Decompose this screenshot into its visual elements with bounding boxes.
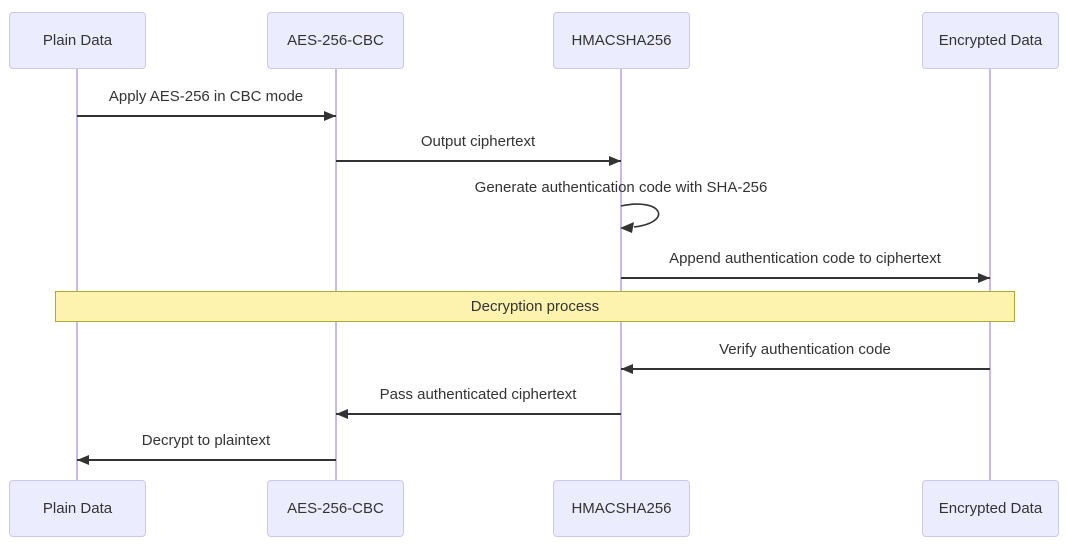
actor-box-encrypted-data-bottom: Encrypted Data	[922, 480, 1059, 537]
actor-label: Plain Data	[42, 500, 113, 517]
actor-label: Plain Data	[42, 32, 113, 49]
actor-box-aes-256-cbc-top: AES-256-CBC	[267, 12, 404, 69]
message-arrow-append-auth-code	[621, 277, 990, 279]
note-label: Decryption process	[470, 298, 600, 315]
actor-box-encrypted-data-top: Encrypted Data	[922, 12, 1059, 69]
arrowhead-right-icon	[324, 111, 336, 121]
message-label-decrypt-plaintext: Decrypt to plaintext	[141, 432, 271, 449]
arrowhead-left-icon	[336, 409, 348, 419]
message-label-pass-ciphertext: Pass authenticated ciphertext	[379, 386, 577, 403]
message-label-append-auth-code: Append authentication code to ciphertext	[669, 250, 941, 267]
message-arrow-apply-aes	[77, 115, 336, 117]
message-arrow-decrypt-plaintext	[77, 459, 336, 461]
actor-label: AES-256-CBC	[287, 500, 384, 517]
arrowhead-right-icon	[609, 156, 621, 166]
lifeline-plain-data	[76, 69, 78, 481]
actor-label: Encrypted Data	[938, 32, 1043, 49]
message-arrow-output-ciphertext	[336, 160, 621, 162]
actor-box-aes-256-cbc-bottom: AES-256-CBC	[267, 480, 404, 537]
actor-label: HMACSHA256	[571, 500, 672, 517]
message-arrow-pass-ciphertext	[336, 413, 621, 415]
actor-label: HMACSHA256	[571, 32, 672, 49]
arrowhead-left-icon	[77, 455, 89, 465]
message-arrow-verify-auth-code	[621, 368, 990, 370]
lifeline-aes-256-cbc	[335, 69, 337, 481]
message-label-apply-aes: Apply AES-256 in CBC mode	[108, 88, 304, 105]
message-label-output-ciphertext: Output ciphertext	[420, 133, 536, 150]
lifeline-hmacsha256	[620, 69, 622, 481]
lifeline-encrypted-data	[989, 69, 991, 481]
message-label-generate-auth-code: Generate authentication code with SHA-25…	[474, 179, 768, 196]
actor-label: Encrypted Data	[938, 500, 1043, 517]
actor-box-hmacsha256-top: HMACSHA256	[553, 12, 690, 69]
actor-label: AES-256-CBC	[287, 32, 384, 49]
arrowhead-right-icon	[978, 273, 990, 283]
self-message-loop-arrow-icon	[620, 203, 660, 233]
arrowhead-left-icon	[621, 364, 633, 374]
actor-box-plain-data-bottom: Plain Data	[9, 480, 146, 537]
note-decryption-process: Decryption process	[55, 291, 1015, 322]
actor-box-hmacsha256-bottom: HMACSHA256	[553, 480, 690, 537]
message-label-verify-auth-code: Verify authentication code	[719, 341, 891, 358]
actor-box-plain-data-top: Plain Data	[9, 12, 146, 69]
